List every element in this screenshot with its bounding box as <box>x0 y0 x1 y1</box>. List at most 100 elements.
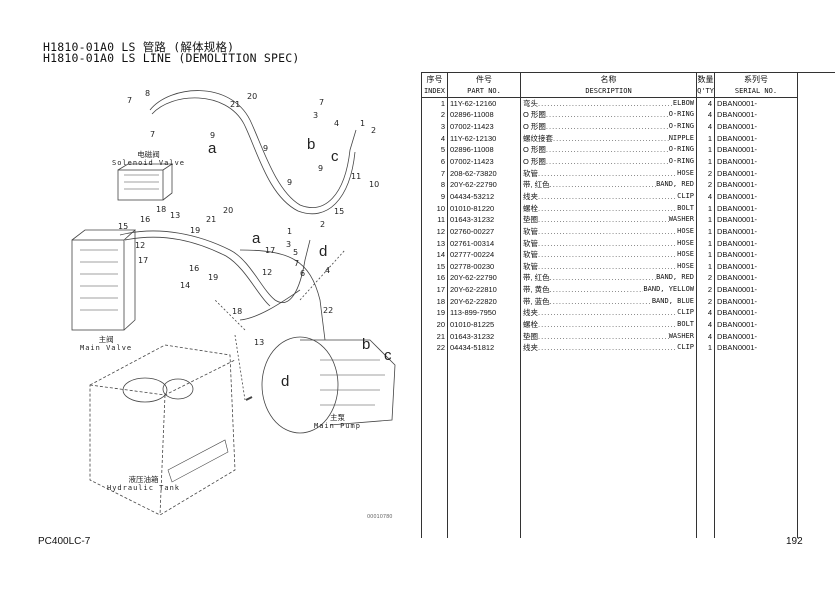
description-cn: 螺纹接套 <box>523 133 553 143</box>
dot-leader <box>546 156 669 167</box>
callout: 7 <box>127 96 133 105</box>
description-en: BAND, RED <box>656 180 694 189</box>
row-quantity: 2 <box>696 283 715 296</box>
description-cn: O 形圈 <box>523 157 546 167</box>
callout: 12 <box>135 241 146 250</box>
description-cn: 软管 <box>523 261 538 271</box>
dot-leader <box>538 168 677 179</box>
row-serial: DBAN0001- <box>714 318 798 331</box>
callout: 21 <box>206 215 217 224</box>
hose-line <box>239 249 326 341</box>
row-part-number: 01010-81225 <box>447 318 521 331</box>
description-cn: 线夹 <box>523 191 538 201</box>
table-row: 22 04434-51812 线夹CLIP 1 DBAN0001- <box>421 341 798 354</box>
row-description: 带, 黄色BAND, YELLOW <box>520 283 697 296</box>
callout: 3 <box>313 111 319 120</box>
row-serial: DBAN0001- <box>714 283 798 296</box>
callout: 1 <box>287 227 293 236</box>
row-part-number: 07002-11423 <box>447 155 521 168</box>
page-title-cn: H1810-01A0 LS 管路 (解体规格) <box>43 40 235 54</box>
row-index: 14 <box>421 248 448 261</box>
description-en: BAND, YELLOW <box>643 285 694 294</box>
description-cn: 线夹 <box>523 308 538 318</box>
callout-letter: a <box>252 230 261 247</box>
dot-leader <box>553 133 669 144</box>
row-description: O 形圈O-RING <box>520 144 697 156</box>
description-cn: 带, 红色 <box>523 273 550 283</box>
callout: 4 <box>334 119 340 128</box>
dot-leader <box>550 179 656 190</box>
row-index: 15 <box>421 260 448 273</box>
row-part-number: 02778-00230 <box>447 260 521 273</box>
row-part-number: 208-62-73820 <box>447 167 521 179</box>
description-cn: 弯头 <box>523 99 538 109</box>
header-serial-cn: 系列号 <box>714 72 798 85</box>
callout-letter: d <box>319 243 328 260</box>
row-index: 21 <box>421 330 448 342</box>
description-cn: O 形圈 <box>523 145 546 155</box>
hose-line <box>119 230 311 303</box>
table-row: 8 20Y-62-22790 带, 红色BAND, RED 2 DBAN0001… <box>421 178 798 191</box>
row-quantity: 1 <box>696 202 715 214</box>
dot-leader <box>550 284 644 295</box>
table-row: 18 20Y-62-22820 带, 蓝色BAND, BLUE 2 DBAN00… <box>421 295 798 308</box>
row-quantity: 1 <box>696 155 715 168</box>
row-part-number: 02761-00314 <box>447 237 521 249</box>
row-part-number: 02760-00227 <box>447 225 521 238</box>
callout: 14 <box>180 281 191 290</box>
row-quantity: 1 <box>696 144 715 156</box>
row-part-number: 02896-11008 <box>447 109 521 121</box>
callout: 6 <box>300 269 306 278</box>
row-part-number: 01643-31232 <box>447 213 521 226</box>
hose-line <box>151 97 356 215</box>
row-description: 带, 蓝色BAND, BLUE <box>520 295 697 308</box>
callout: 15 <box>334 207 345 216</box>
callout-letter: c <box>331 148 339 165</box>
row-index: 18 <box>421 295 448 308</box>
table-header-cn: 序号 件号 名称 数量 系列号 <box>421 72 798 85</box>
callout: 10 <box>369 180 380 189</box>
row-index: 1 <box>421 97 448 110</box>
callout: 22 <box>323 306 334 315</box>
row-serial: DBAN0001- <box>714 237 798 249</box>
callout: 19 <box>208 273 219 282</box>
description-en: HOSE <box>677 238 694 247</box>
table-row: 6 07002-11423 O 形圈O-RING 1 DBAN0001- <box>421 155 798 168</box>
row-description: 软管 HOSE <box>520 225 697 238</box>
row-description: 软管HOSE <box>520 237 697 249</box>
table-row: 3 07002-11423 O 形圈O-RING 4 DBAN0001- <box>421 120 798 133</box>
description-cn: 软管 <box>523 168 538 178</box>
description-cn: 带, 红色 <box>523 180 550 190</box>
row-description: 螺栓BOLT <box>520 318 697 331</box>
description-en: ELBOW <box>672 99 694 108</box>
callout: 7 <box>294 259 300 268</box>
leader-line <box>214 249 346 401</box>
hose-line <box>124 236 271 307</box>
callout: 19 <box>190 226 201 235</box>
row-index: 22 <box>421 341 448 354</box>
row-quantity: 4 <box>696 120 715 133</box>
row-serial: DBAN0001- <box>714 225 798 238</box>
callout: 16 <box>140 215 151 224</box>
row-description: O 形圈 O-RING <box>520 155 697 168</box>
description-en: O-RING <box>668 157 694 166</box>
description-en: HOSE <box>677 226 694 235</box>
description-cn: 软管 <box>523 226 538 236</box>
model-name: PC400LC-7 <box>38 536 91 547</box>
row-part-number: 20Y-62-22810 <box>447 283 521 296</box>
row-description: 弯头 ELBOW <box>520 97 697 110</box>
dot-leader <box>538 307 677 318</box>
row-quantity: 2 <box>696 272 715 284</box>
row-description: 线夹CLIP <box>520 307 697 319</box>
row-part-number: 20Y-62-22790 <box>447 272 521 284</box>
row-index: 20 <box>421 318 448 331</box>
callout: 15 <box>118 222 129 231</box>
header-part-cn: 件号 <box>447 72 521 85</box>
dot-leader <box>538 203 677 214</box>
row-description: 螺栓BOLT <box>520 202 697 214</box>
callout: 8 <box>145 89 151 98</box>
